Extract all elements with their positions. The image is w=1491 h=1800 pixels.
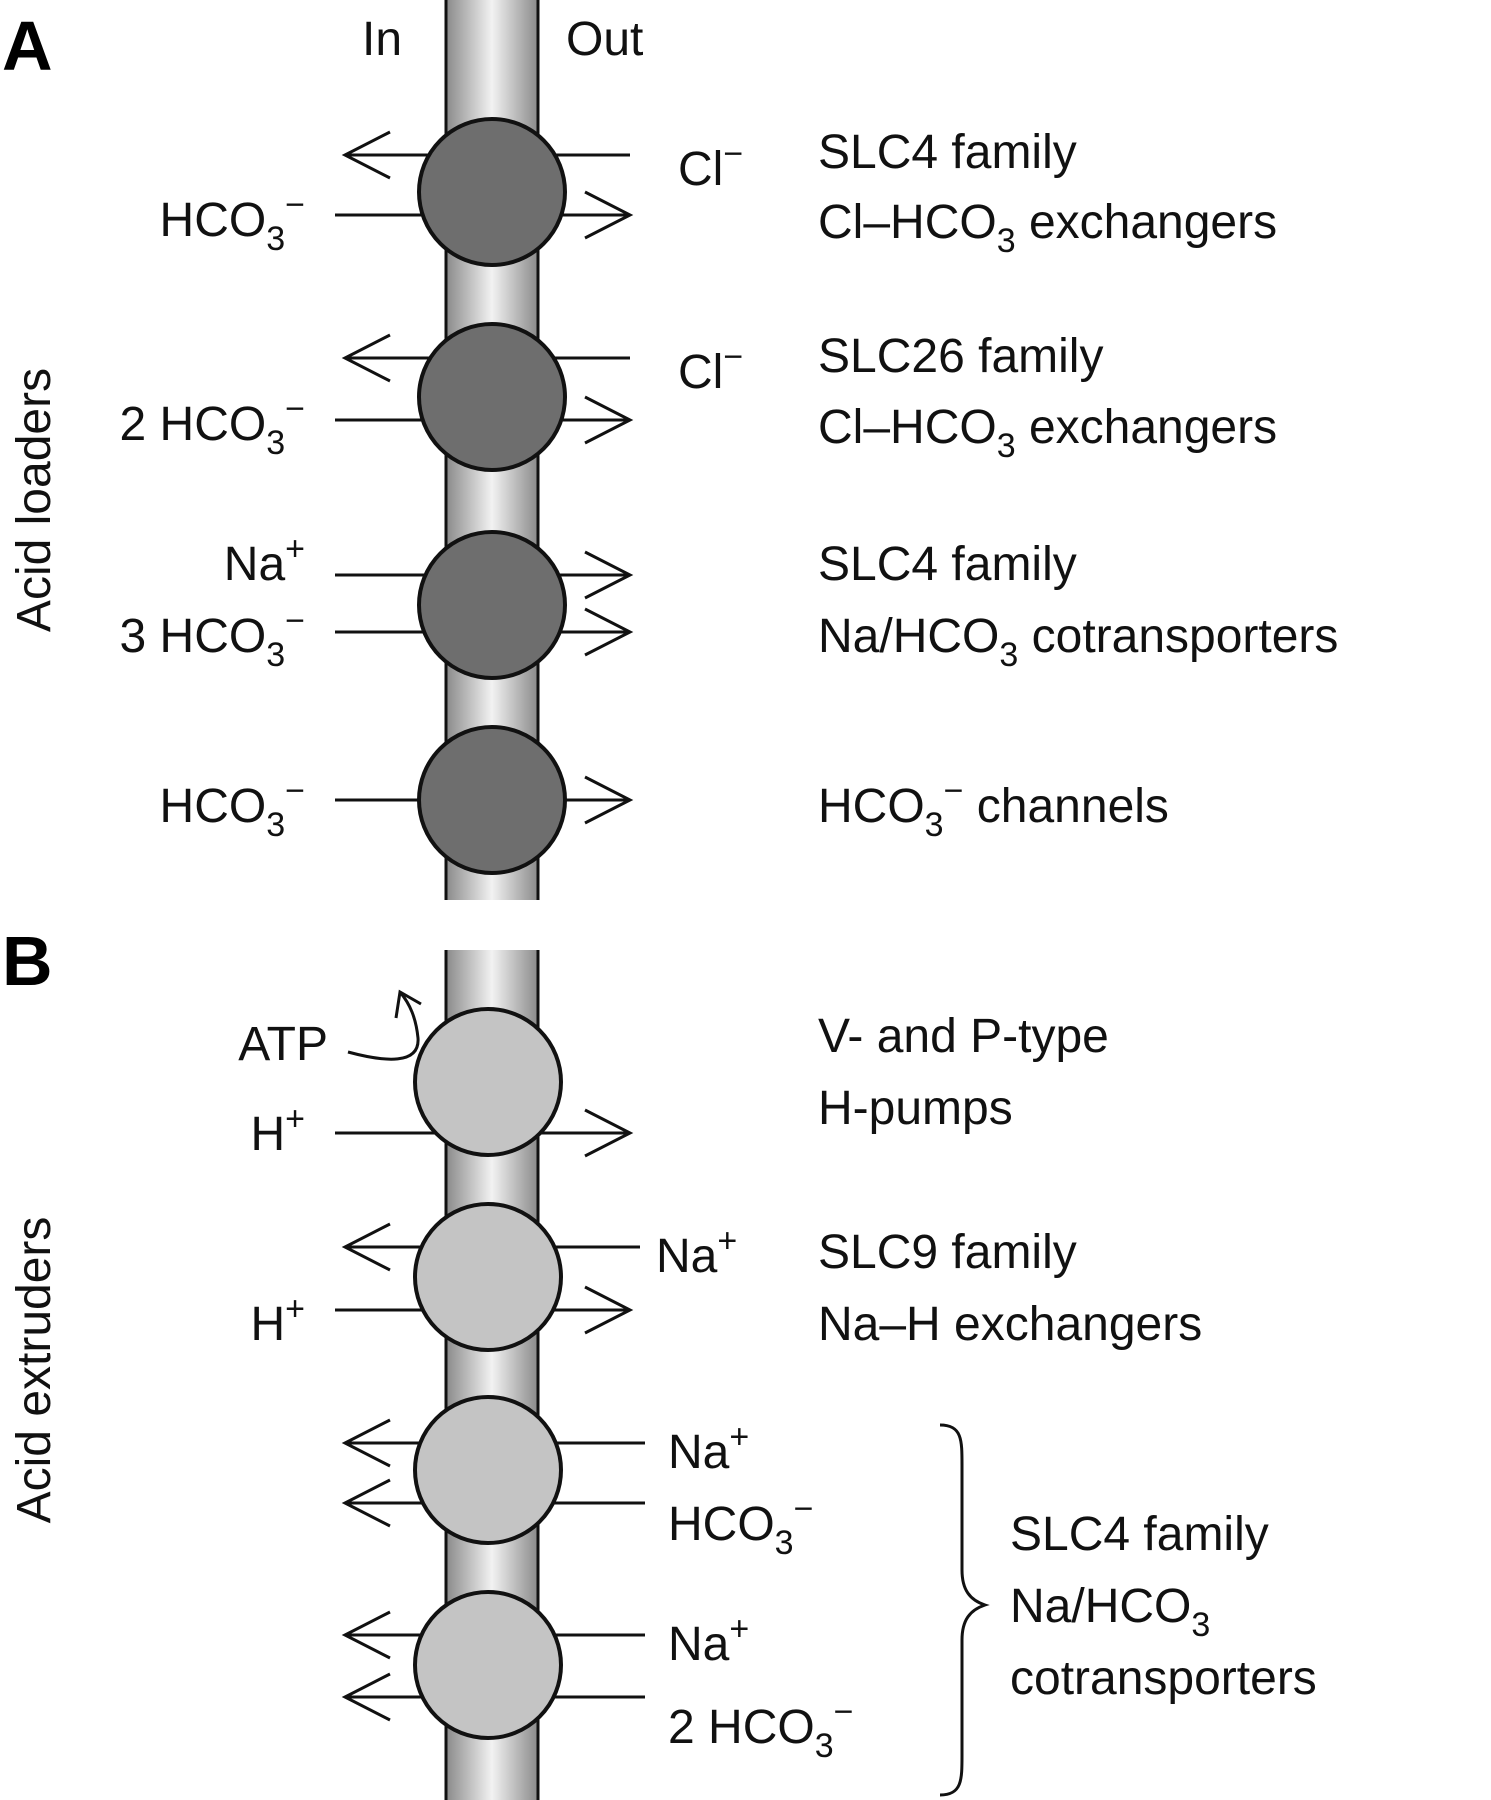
ion-label-3hco3: 3 HCO3− [120,602,305,674]
transporter-type-label: Na–H exchangers [818,1298,1202,1351]
transporter-type-label: Cl–HCO3 exchangers [818,196,1277,260]
ion-label-cl: Cl− [678,338,743,399]
atp-label: ATP [238,1018,328,1071]
ion-label-hco3: HCO3− [160,186,305,258]
family-label: SLC4 family [818,538,1077,591]
extruder-transporter-circle [413,1590,563,1740]
transporter-slc9-na-h: H+ Na+ SLC9 family Na–H exchangers [250,1202,1202,1352]
family-label: V- and P-type [818,1010,1109,1063]
family-label: SLC4 family [818,126,1077,179]
loader-transporter-circle [417,117,567,267]
acid-loaders-label: Acid loaders [8,368,61,632]
ion-label-hco3: HCO3− [160,772,305,844]
loader-transporter-circle [417,530,567,680]
transporter-type-label: HCO3− channels [818,772,1169,844]
ion-label-na: Na+ [668,1418,749,1479]
family-label: SLC4 family [1010,1508,1269,1561]
transporter-slc26-cl-hco3: 2 HCO3− Cl− SLC26 family Cl–HCO3 exchang… [120,322,1277,472]
ion-label-na: Na+ [668,1610,749,1671]
slc4-extruder-description: SLC4 family Na/HCO3 cotransporters [1010,1508,1317,1705]
ion-label-hco3: HCO3− [668,1490,813,1562]
ion-label-h: H+ [250,1290,305,1351]
ion-label-2hco3: 2 HCO3− [120,390,305,462]
inside-label: In [362,13,402,66]
loader-transporter-circle [417,725,567,875]
ion-label-na: Na+ [656,1222,737,1283]
panel-label-a: A [2,7,53,85]
transporter-type-label: Cl–HCO3 exchangers [818,401,1277,465]
extruder-transporter-circle [413,1007,563,1157]
transporter-type-label-cont: cotransporters [1010,1652,1317,1705]
transporter-slc4-na-hco3-extruder-2: Na+ 2 HCO3− [341,1590,853,1765]
family-label: SLC26 family [818,330,1103,383]
transporter-type-label: Na/HCO3 [1010,1580,1210,1644]
transporter-slc4-na-hco3-extruder-1: Na+ HCO3− [341,1395,813,1562]
transporter-slc4-cl-hco3: HCO3− Cl− SLC4 family Cl–HCO3 exchangers [160,117,1277,267]
ion-label-cl: Cl− [678,135,743,196]
ion-label-h: H+ [250,1100,305,1161]
transporter-type-label: Na/HCO3 cotransporters [818,610,1338,674]
transporter-hco3-channel: HCO3− HCO3− channels [160,725,1169,875]
family-label: SLC9 family [818,1226,1077,1279]
ion-label-2hco3: 2 HCO3− [668,1693,853,1765]
loader-transporter-circle [417,322,567,472]
panel-label-b: B [2,922,53,1000]
outside-label: Out [566,13,643,66]
ion-label-na: Na+ [224,530,305,591]
transporter-slc4-na-hco3: Na+ 3 HCO3− SLC4 family Na/HCO3 cotransp… [120,530,1338,680]
acid-extruders-label: Acid extruders [8,1217,61,1524]
transporter-type-label: H-pumps [818,1082,1013,1135]
extruder-transporter-circle [413,1202,563,1352]
transporter-h-pump: ATP H+ V- and P-type H-pumps [238,989,1109,1161]
grouping-brace [939,1423,990,1797]
extruder-transporter-circle [413,1395,563,1545]
